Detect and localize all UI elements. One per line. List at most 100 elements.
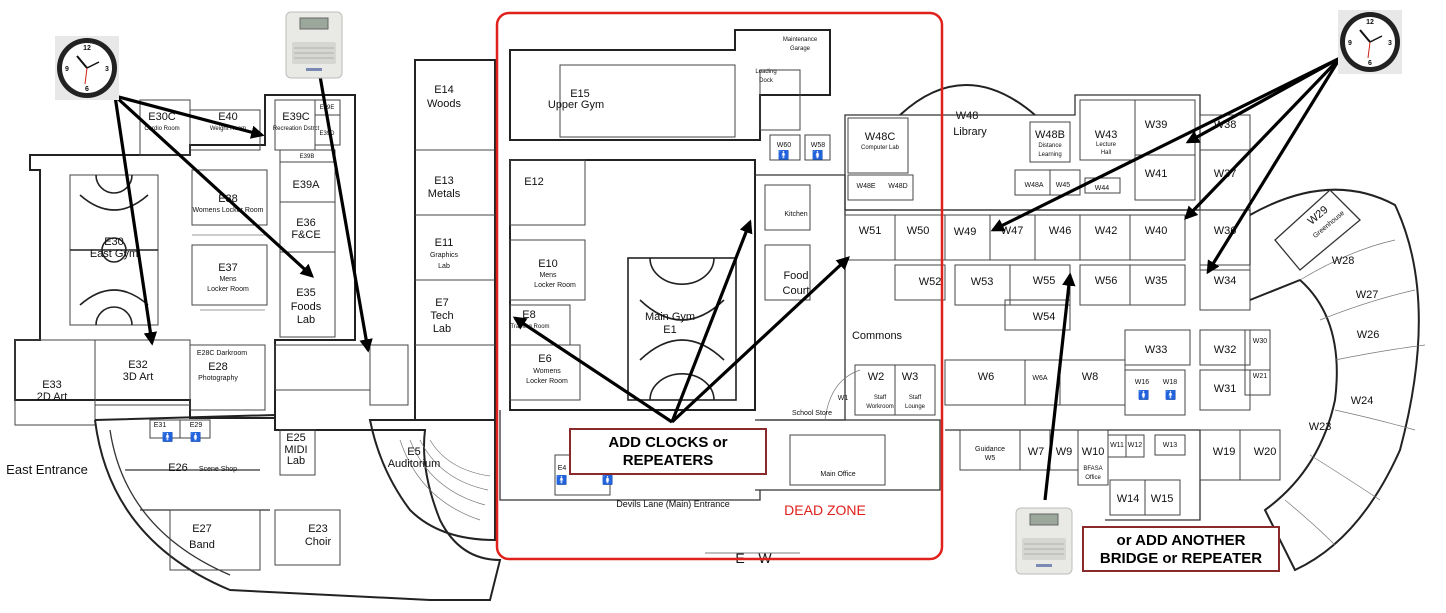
room-W48B-name2: Learning — [1038, 152, 1061, 158]
room-W35: W35 — [1145, 275, 1168, 287]
room-E5-name: Auditorium — [388, 458, 441, 470]
room-E28: E28 — [208, 361, 228, 373]
room-W48E: W48E — [856, 183, 875, 190]
room-W34: W34 — [1214, 275, 1237, 287]
room-E39C-name: Recreation Dstrct — [273, 126, 320, 132]
room-E13-name: Metals — [428, 188, 461, 200]
room-W8: W8 — [1082, 371, 1099, 383]
room-W2-name2: Workroom — [866, 404, 894, 410]
room-W3-name2: Lounge — [905, 404, 926, 410]
room-W18: W18 — [1163, 379, 1178, 386]
room-W43-name: Lecture — [1096, 142, 1117, 148]
arrow-icon — [113, 94, 314, 278]
room-W6: W6 — [978, 371, 995, 383]
room-W2-name: Staff — [874, 395, 887, 401]
room-E13: E13 — [434, 175, 454, 187]
add-bridge-line-2: BRIDGE or REPEATER — [1099, 550, 1263, 567]
room-E30: E30 — [104, 236, 124, 248]
room-W15: W15 — [1151, 493, 1174, 505]
svg-text:🚺: 🚺 — [602, 474, 613, 486]
room-W31: W31 — [1214, 383, 1237, 395]
room-W10-name: BFASA — [1083, 466, 1102, 472]
room-E7-name: Tech — [430, 310, 453, 322]
room-E32: E32 — [128, 359, 148, 371]
room-W23: W23 — [1309, 421, 1332, 433]
room-school-store: School Store — [792, 410, 832, 417]
room-kitchen: Kitchen — [784, 211, 807, 218]
room-W7: W7 — [1028, 446, 1045, 458]
room-E27-name: Band — [189, 539, 215, 551]
room-E38-name: Womens Locker Room — [192, 207, 263, 214]
room-loading-name: Dock — [759, 78, 774, 84]
room-E25-name: MIDI — [284, 444, 307, 456]
room-W20: W20 — [1254, 446, 1277, 458]
room-W44: W44 — [1095, 185, 1110, 192]
add-clocks-callout: ADD CLOCKS or REPEATERS — [569, 428, 767, 475]
room-food-court: Food — [783, 270, 808, 282]
room-E15-name: Upper Gym — [548, 99, 604, 111]
room-W32: W32 — [1214, 344, 1237, 356]
svg-text:🚹: 🚹 — [556, 474, 567, 486]
room-E25: E25 — [286, 432, 306, 444]
room-E33-name: 2D Art — [37, 391, 68, 403]
room-E28-name: Photography — [198, 375, 238, 382]
svg-text:🚹: 🚹 — [778, 149, 789, 161]
restroom-icon: 🚹 🚺 🚹 🚺 🚹 🚺 🚺 🚹 — [162, 149, 1176, 486]
room-W54: W54 — [1033, 311, 1056, 323]
room-E35: E35 — [296, 287, 316, 299]
room-W43: W43 — [1095, 129, 1118, 141]
room-E23-name: Choir — [305, 536, 332, 548]
room-E14-name: Woods — [427, 98, 462, 110]
add-bridge-line-1: or ADD ANOTHER — [1116, 532, 1246, 549]
room-W39: W39 — [1145, 119, 1168, 131]
arrow-icon — [512, 316, 673, 424]
signal-arrows — [113, 56, 1342, 501]
arrow-icon — [114, 94, 265, 139]
svg-text:6: 6 — [85, 86, 89, 93]
svg-text:9: 9 — [65, 66, 69, 73]
svg-text:🚺: 🚺 — [812, 149, 823, 161]
room-W53: W53 — [971, 276, 994, 288]
room-E5: E5 — [407, 446, 420, 458]
room-W40: W40 — [1145, 225, 1168, 237]
room-E15: E15 — [570, 88, 590, 100]
room-W46: W46 — [1049, 225, 1072, 237]
room-W27: W27 — [1356, 289, 1379, 301]
room-W56: W56 — [1095, 275, 1118, 287]
room-E14: E14 — [434, 84, 454, 96]
room-E35-name: Foods — [291, 301, 322, 313]
room-W26: W26 — [1357, 329, 1380, 341]
main-entrance-label: Devils Lane (Main) Entrance — [616, 499, 730, 509]
arrow-icon — [113, 95, 158, 346]
room-E4: E4 — [558, 465, 567, 472]
arrow-icon — [670, 219, 753, 423]
room-W3: W3 — [902, 371, 919, 383]
room-W48C: W48C — [865, 131, 896, 143]
room-W51: W51 — [859, 225, 882, 237]
west-wing — [844, 84, 1426, 572]
room-E10-name2: Locker Room — [534, 282, 576, 289]
room-W19: W19 — [1213, 446, 1236, 458]
room-W48C-name: Computer Lab — [861, 145, 900, 151]
svg-text:6: 6 — [1368, 60, 1372, 67]
room-E25-name2: Lab — [287, 455, 305, 467]
room-E40-name: Weight Room — [210, 126, 246, 132]
svg-text:🚹: 🚹 — [162, 431, 173, 443]
add-clocks-line-2: REPEATERS — [622, 452, 714, 469]
east-entrance-label: East Entrance — [6, 462, 88, 477]
room-E6-name2: Locker Room — [526, 378, 568, 385]
room-W5: W5 — [985, 455, 996, 462]
room-E37: E37 — [218, 262, 238, 274]
room-food-court-name: Court — [783, 285, 810, 297]
room-W58: W58 — [811, 142, 826, 149]
room-E36: E36 — [296, 217, 316, 229]
bridge-device-icon — [285, 11, 343, 79]
bridge-device-icon — [1015, 507, 1073, 575]
room-main-office: Main Office — [820, 471, 855, 478]
room-E11: E11 — [435, 237, 454, 249]
room-W10: W10 — [1082, 446, 1105, 458]
room-W45: W45 — [1056, 182, 1071, 189]
room-E35-name2: Lab — [297, 314, 315, 326]
room-guidance: Guidance — [975, 446, 1005, 453]
